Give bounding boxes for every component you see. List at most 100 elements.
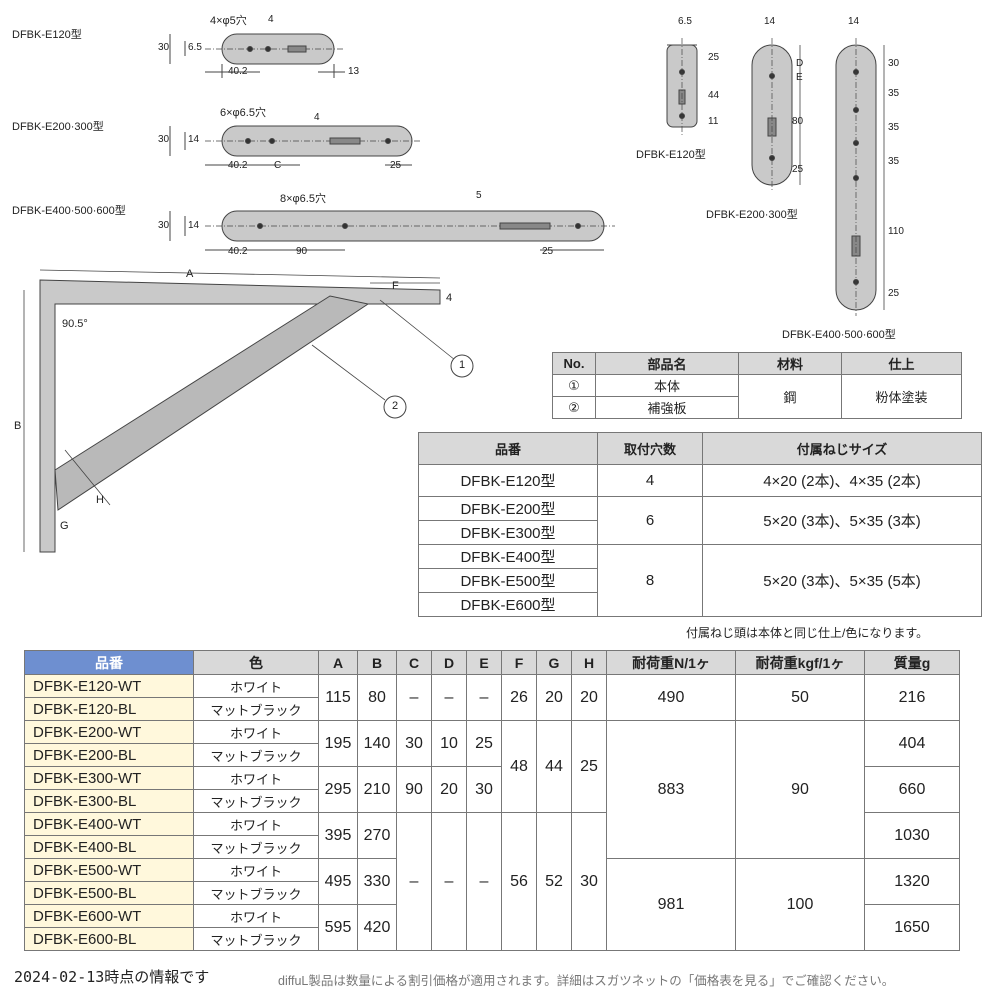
screw-size: 5×20 (3本)、5×35 (3本) — [702, 496, 982, 545]
part-name: 本体 — [595, 374, 739, 397]
dim-s400-35c: 35 — [888, 156, 900, 167]
model-cell: DFBK-E400型 — [418, 544, 598, 569]
dim-e120-402: 40.2 — [228, 66, 248, 77]
header-load-n: 耐荷重N/1ヶ — [606, 650, 736, 675]
label-e200-300: DFBK-E200·300型 — [12, 121, 104, 133]
footer-note: diffuL製品は数量による割引価格が適用されます。詳細はスガツネットの「価格表… — [278, 974, 895, 988]
cell-c: – — [396, 674, 432, 721]
cell-f: 26 — [501, 674, 537, 721]
dim-s200-14: 14 — [764, 16, 776, 27]
part-finish: 粉体塗装 — [841, 374, 962, 419]
dim-e200-14: 14 — [188, 134, 200, 145]
cell-load-n: 883 — [606, 720, 736, 859]
row-color: ホワイト — [193, 812, 319, 836]
row-pn: DFBK-E400-BL — [24, 835, 194, 859]
row-pn: DFBK-E300-BL — [24, 789, 194, 813]
cell-f: 56 — [501, 812, 537, 951]
dim-e200-c: C — [274, 160, 282, 171]
cell-load-kgf: 50 — [735, 674, 865, 721]
cell-c: 90 — [396, 766, 432, 813]
row-pn: DFBK-E200-BL — [24, 743, 194, 767]
cell-a: 395 — [318, 812, 358, 859]
dim-main-h: H — [96, 494, 104, 506]
cell-b: 330 — [357, 858, 397, 905]
dim-e200-4: 4 — [314, 112, 320, 123]
row-pn: DFBK-E500-WT — [24, 858, 194, 882]
row-color: マットブラック — [193, 835, 319, 859]
technical-drawing — [23, 33, 885, 553]
cell-c: 30 — [396, 720, 432, 767]
row-color: マットブラック — [193, 789, 319, 813]
row-pn: DFBK-E600-BL — [24, 927, 194, 951]
cell-h: 20 — [571, 674, 607, 721]
dim-s400-35a: 35 — [888, 88, 900, 99]
row-pn: DFBK-E200-WT — [24, 720, 194, 744]
model-cell: DFBK-E120型 — [418, 464, 598, 497]
cell-d: 10 — [431, 720, 467, 767]
dim-main-f: F — [392, 280, 399, 292]
header-c: C — [396, 650, 432, 675]
callout-1: 1 — [459, 359, 466, 371]
header-part-name: 部品名 — [595, 352, 739, 375]
dim-s200-e: E — [796, 72, 803, 83]
header-b: B — [357, 650, 397, 675]
label-side-e120: DFBK-E120型 — [636, 149, 706, 161]
cell-b: 210 — [357, 766, 397, 813]
row-pn: DFBK-E120-BL — [24, 697, 194, 721]
cell-a: 195 — [318, 720, 358, 767]
screws-note: 付属ねじ頭は本体と同じ仕上/色になります。 — [686, 626, 929, 640]
dim-e120-4: 4 — [268, 14, 274, 25]
header-mass: 質量g — [864, 650, 960, 675]
row-color: ホワイト — [193, 904, 319, 928]
holes-e200: 6×φ6.5穴 — [220, 107, 266, 119]
dim-s400-35b: 35 — [888, 122, 900, 133]
dim-s120-11: 11 — [708, 116, 719, 127]
dim-e200-402: 40.2 — [228, 160, 248, 171]
row-color: マットブラック — [193, 743, 319, 767]
part-no: ① — [552, 374, 596, 397]
header-a: A — [318, 650, 358, 675]
part-material: 鋼 — [738, 374, 842, 419]
dim-main-a: A — [186, 268, 194, 280]
row-color: マットブラック — [193, 927, 319, 951]
hole-count: 4 — [597, 464, 703, 497]
header-pn: 品番 — [24, 650, 194, 675]
dim-s120-44: 44 — [708, 90, 720, 101]
part-no: ② — [552, 396, 596, 419]
row-color: ホワイト — [193, 674, 319, 698]
label-side-e200: DFBK-E200·300型 — [706, 209, 798, 221]
screws-table: 品番 取付穴数 付属ねじサイズ DFBK-E120型 4 4×20 (2本)、4… — [418, 432, 982, 617]
label-e120: DFBK-E120型 — [12, 29, 82, 41]
cell-b: 270 — [357, 812, 397, 859]
header-load-kgf: 耐荷重kgf/1ヶ — [735, 650, 865, 675]
dim-e120-13: 13 — [348, 66, 360, 77]
cell-a: 595 — [318, 904, 358, 951]
hole-count: 8 — [597, 544, 703, 617]
cell-e: – — [466, 812, 502, 951]
dim-s200-80: 80 — [792, 116, 804, 127]
dim-s400-14: 14 — [848, 16, 860, 27]
cell-g: 52 — [536, 812, 572, 951]
header-material: 材料 — [738, 352, 842, 375]
header-color: 色 — [193, 650, 319, 675]
dim-s400-25: 25 — [888, 288, 900, 299]
screw-size: 4×20 (2本)、4×35 (2本) — [702, 464, 982, 497]
label-e400-600: DFBK-E400·500·600型 — [12, 205, 126, 217]
dim-e400-402: 40.2 — [228, 246, 248, 257]
footer-date: 2024-02-13時点の情報です — [14, 968, 210, 986]
dim-e200-25: 25 — [390, 160, 402, 171]
cell-mass: 216 — [864, 674, 960, 721]
cell-a: 295 — [318, 766, 358, 813]
cell-mass: 660 — [864, 766, 960, 813]
header-hole-count: 取付穴数 — [597, 432, 703, 465]
dim-e120-30: 30 — [158, 42, 170, 53]
dim-s400-30: 30 — [888, 58, 900, 69]
cell-c: – — [396, 812, 432, 951]
dim-s120-25: 25 — [708, 52, 720, 63]
label-side-e400: DFBK-E400·500·600型 — [782, 329, 896, 341]
cell-load-n: 490 — [606, 674, 736, 721]
row-color: マットブラック — [193, 697, 319, 721]
header-part-number: 品番 — [418, 432, 598, 465]
dim-main-angle: 90.5° — [62, 318, 88, 330]
reinforcement-plate — [54, 295, 370, 511]
